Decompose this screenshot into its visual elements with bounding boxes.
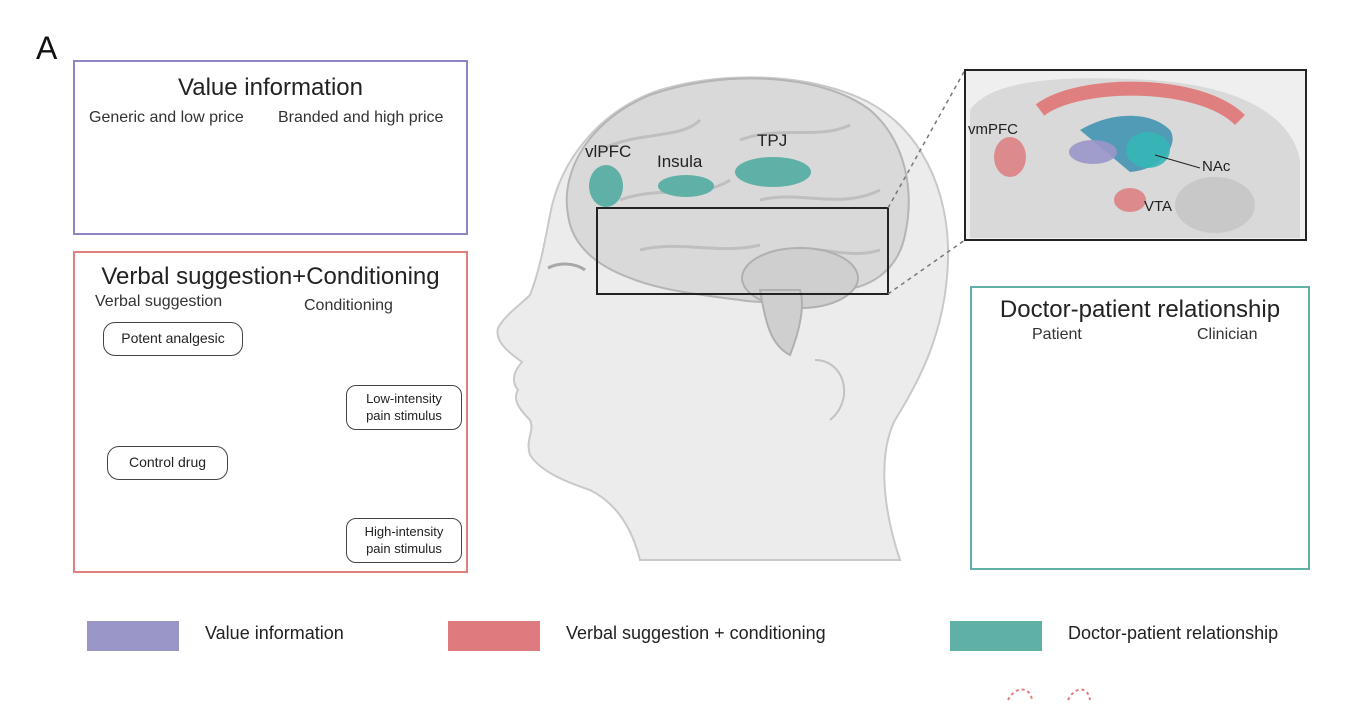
clinician-label: Clinician <box>1197 326 1258 343</box>
conditioning-label: Conditioning <box>304 297 393 314</box>
value-information-panel: Value information Generic and low price … <box>73 60 468 235</box>
brainstem <box>758 289 803 357</box>
insula-label: Insula <box>657 152 703 171</box>
panel-letter: A <box>36 30 58 66</box>
vta-label: VTA <box>1144 198 1173 215</box>
doctor-patient-panel: Doctor-patient relationship Patient Clin… <box>970 286 1310 570</box>
vmpfc-region <box>994 137 1026 177</box>
zoom-rectangle <box>596 207 889 295</box>
vmpfc-label: vmPFC <box>968 121 1018 138</box>
high-stim-line2: pain stimulus <box>366 541 442 556</box>
generic-label: Generic and low price <box>89 109 244 126</box>
nac-label: NAc <box>1202 158 1231 175</box>
high-stim-line1: High-intensity <box>364 524 444 539</box>
verbal-suggestion-label: Verbal suggestion <box>95 293 223 310</box>
branded-label: Branded and high price <box>278 109 444 126</box>
doctor-panel-title: Doctor-patient relationship <box>999 296 1281 323</box>
tpj-region <box>735 157 811 187</box>
legend-swatch-value <box>87 621 179 651</box>
insula-region <box>658 175 714 197</box>
vlpfc-label: vlPFC <box>585 142 632 161</box>
low-intensity-stimulus-label: Low-intensity pain stimulus <box>346 385 462 430</box>
high-intensity-stimulus-label: High-intensity pain stimulus <box>346 518 462 563</box>
legend-label-value: Value information <box>205 623 344 643</box>
tpj-label: TPJ <box>757 131 788 150</box>
verbal-panel-title: Verbal suggestion+Conditioning <box>101 263 440 290</box>
low-stim-line2: pain stimulus <box>366 408 442 423</box>
legend-swatch-doctor <box>950 621 1042 651</box>
vta-region <box>1114 188 1146 212</box>
patient-label: Patient <box>1032 326 1082 343</box>
legend-label-doctor: Doctor-patient relationship <box>1068 623 1279 643</box>
low-stim-line1: Low-intensity <box>366 391 442 406</box>
legend-label-verbal: Verbal suggestion + conditioning <box>566 623 826 643</box>
legend-swatch-verbal <box>448 621 540 651</box>
vlpfc-region <box>589 165 623 207</box>
potent-analgesic-label: Potent analgesic <box>103 322 243 356</box>
control-drug-label: Control drug <box>107 446 228 480</box>
value-panel-title: Value information <box>178 74 363 101</box>
